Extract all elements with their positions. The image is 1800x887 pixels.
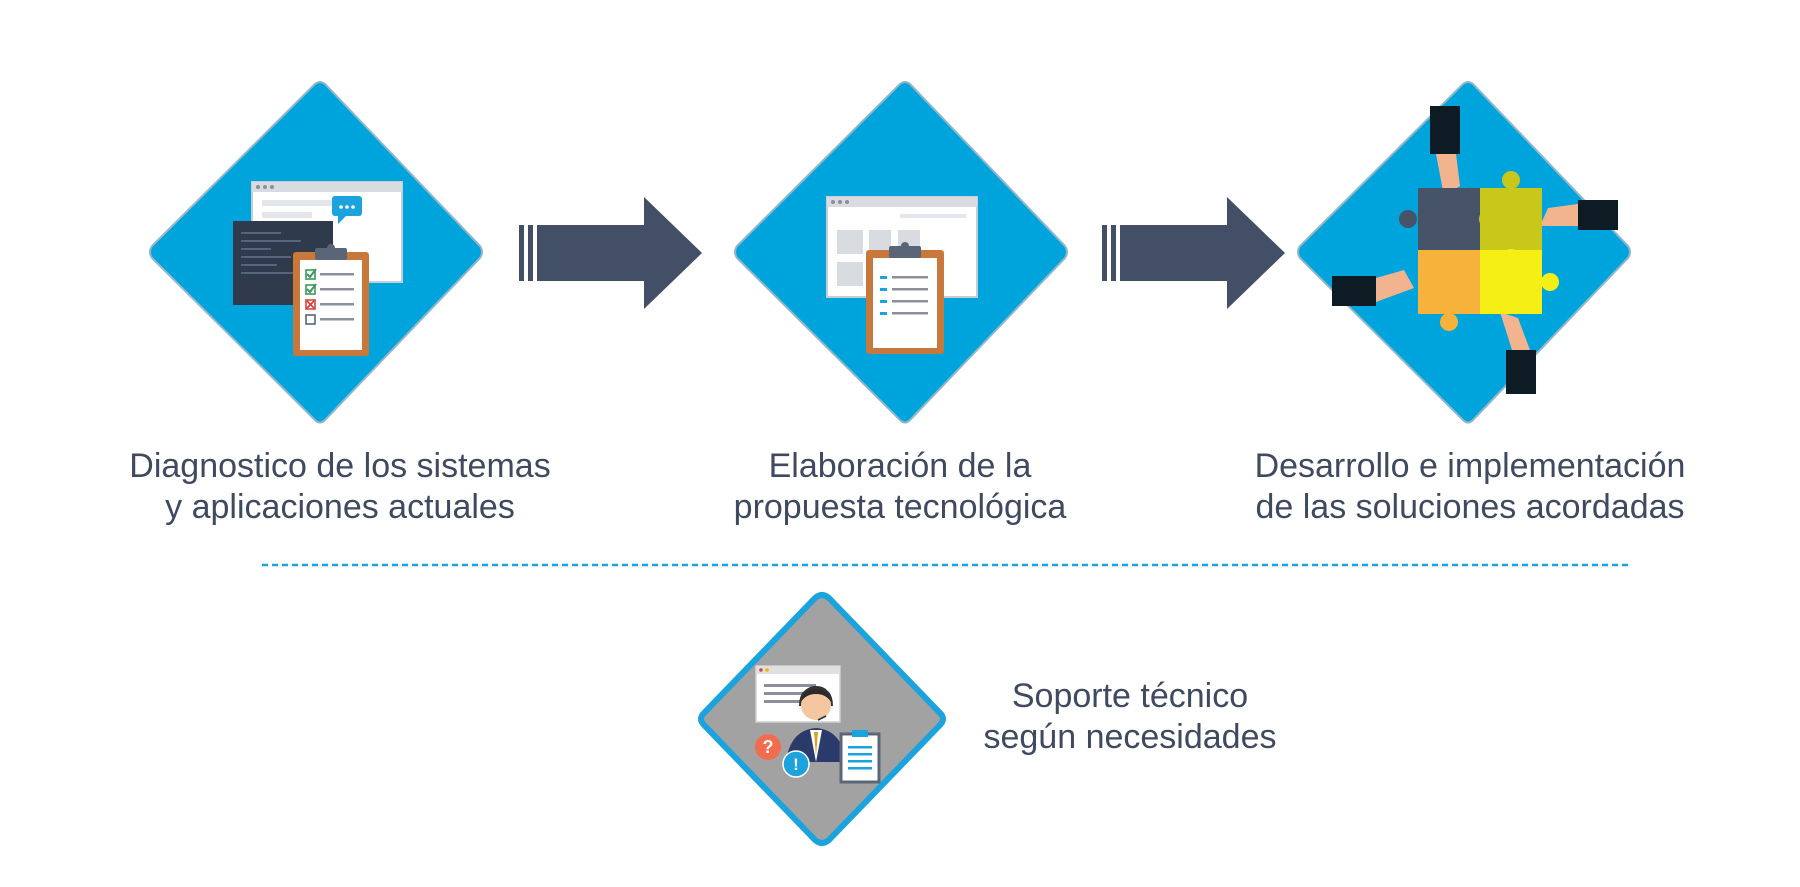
support-label-line-2: según necesidades	[983, 718, 1277, 756]
svg-text:?: ?	[763, 737, 774, 757]
step-2-label-line-1: Elaboración de la	[768, 447, 1032, 485]
step-1-label: Diagnostico de los sistemas y aplicacion…	[70, 446, 610, 528]
proposal-clipboard-icon	[826, 196, 978, 354]
support-label: Soporte técnico según necesidades	[930, 676, 1330, 758]
step-1-label-line-1: Diagnostico de los sistemas	[129, 447, 551, 485]
step-3-label: Desarrollo e implementación de las soluc…	[1190, 446, 1750, 528]
svg-text:!: !	[793, 755, 799, 774]
support-agent-icon: ? !	[755, 665, 881, 784]
arrow-step-2-to-3	[1102, 197, 1285, 309]
step-3-diamond	[1297, 81, 1631, 424]
support-label-line-1: Soporte técnico	[1011, 677, 1249, 715]
step-1-diamond	[149, 81, 483, 424]
support-diamond: ? !	[698, 592, 946, 846]
arrow-step-1-to-2	[519, 197, 702, 309]
step-3-label-line-1: Desarrollo e implementación	[1254, 447, 1686, 485]
step-3-label-line-2: de las soluciones acordadas	[1255, 488, 1685, 526]
diagnostic-checklist-icon	[233, 181, 403, 356]
puzzle-hands-icon	[1332, 106, 1618, 394]
step-2-diamond	[734, 81, 1068, 424]
step-2-label: Elaboración de la propuesta tecnológica	[630, 446, 1170, 528]
step-1-label-line-2: y aplicaciones actuales	[165, 488, 515, 526]
step-2-label-line-2: propuesta tecnológica	[733, 488, 1067, 526]
